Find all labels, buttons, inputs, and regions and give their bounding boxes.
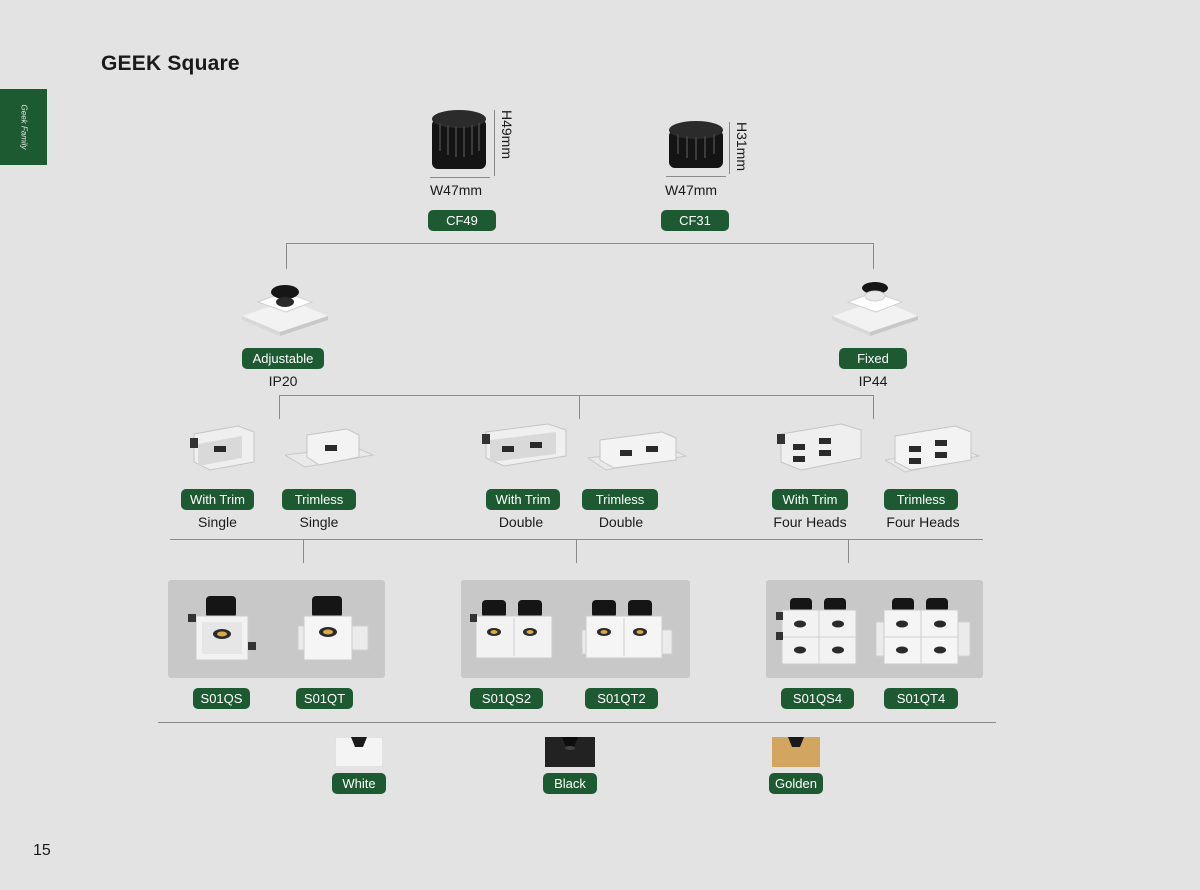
connector-line bbox=[848, 539, 849, 563]
variant-badge: With Trim bbox=[486, 489, 560, 510]
s01qs4-image bbox=[776, 598, 857, 665]
trimless-four-heads-image bbox=[885, 425, 981, 473]
with-trim-four-heads-image bbox=[777, 423, 862, 471]
fixed-rating: IP44 bbox=[858, 373, 888, 389]
trimless-single-image bbox=[285, 428, 375, 468]
connector-line bbox=[579, 395, 580, 419]
cf31-width: W47mm bbox=[664, 182, 718, 198]
adjustable-fixture-image bbox=[242, 285, 328, 336]
model-badge: S01QS bbox=[193, 688, 250, 709]
side-tab: Geek Family bbox=[0, 89, 47, 165]
variant-sub: Single bbox=[299, 514, 339, 530]
model-badge: S01QS4 bbox=[781, 688, 854, 709]
connector-line bbox=[303, 539, 304, 563]
connector-line bbox=[873, 243, 874, 269]
connector-line bbox=[279, 395, 280, 419]
cf49-height-dim-line bbox=[494, 110, 495, 176]
fixed-fixture-image bbox=[832, 282, 918, 336]
adjustable-rating: IP20 bbox=[268, 373, 298, 389]
variant-badge: With Trim bbox=[772, 489, 848, 510]
with-trim-single-image bbox=[190, 425, 255, 471]
s01qt-image bbox=[298, 596, 369, 661]
variant-badge: Trimless bbox=[884, 489, 958, 510]
cf49-height: H49mm bbox=[499, 110, 515, 160]
cf49-width-dim-line bbox=[430, 177, 490, 178]
golden-finish-swatch bbox=[772, 737, 820, 767]
page-number: 15 bbox=[33, 842, 51, 859]
variant-badge: Trimless bbox=[282, 489, 356, 510]
variant-sub: Four Heads bbox=[773, 514, 847, 530]
variant-sub: Single bbox=[198, 514, 237, 530]
model-badge: S01QT4 bbox=[884, 688, 958, 709]
black-finish-swatch bbox=[545, 737, 595, 767]
color-badge-golden: Golden bbox=[769, 773, 823, 794]
divider-line bbox=[158, 722, 996, 723]
cf31-height-dim-line bbox=[729, 122, 730, 174]
model-badge: S01QT2 bbox=[585, 688, 658, 709]
with-trim-double-image bbox=[482, 423, 567, 467]
connector-line bbox=[286, 243, 874, 244]
cf49-width: W47mm bbox=[429, 182, 483, 198]
cf31-module-image bbox=[669, 121, 723, 168]
variant-sub: Double bbox=[498, 514, 544, 530]
model-badge: S01QT bbox=[296, 688, 353, 709]
side-tab-label: Geek Family bbox=[19, 104, 28, 150]
fixed-badge: Fixed bbox=[839, 348, 907, 369]
variant-sub: Double bbox=[598, 514, 644, 530]
connector-line bbox=[286, 243, 287, 269]
color-badge-white: White bbox=[332, 773, 386, 794]
s01qt4-image bbox=[876, 598, 971, 665]
cf31-width-dim-line bbox=[666, 176, 726, 177]
cf49-badge: CF49 bbox=[428, 210, 496, 231]
connector-line bbox=[576, 539, 577, 563]
connector-line bbox=[279, 395, 874, 396]
model-badge: S01QS2 bbox=[470, 688, 543, 709]
cf31-height: H31mm bbox=[734, 122, 750, 172]
trimless-double-image bbox=[588, 431, 688, 471]
white-finish-swatch bbox=[335, 737, 383, 767]
color-badge-black: Black bbox=[543, 773, 597, 794]
variant-badge: With Trim bbox=[181, 489, 254, 510]
cf49-module-image bbox=[432, 110, 486, 169]
s01qt2-image bbox=[582, 600, 673, 659]
variant-sub: Four Heads bbox=[886, 514, 960, 530]
variant-badge: Trimless bbox=[582, 489, 658, 510]
adjustable-badge: Adjustable bbox=[242, 348, 324, 369]
s01qs2-image bbox=[470, 600, 553, 659]
s01qs-image bbox=[188, 596, 256, 661]
cf31-badge: CF31 bbox=[661, 210, 729, 231]
connector-line bbox=[873, 395, 874, 419]
page-title: GEEK Square bbox=[101, 52, 240, 75]
